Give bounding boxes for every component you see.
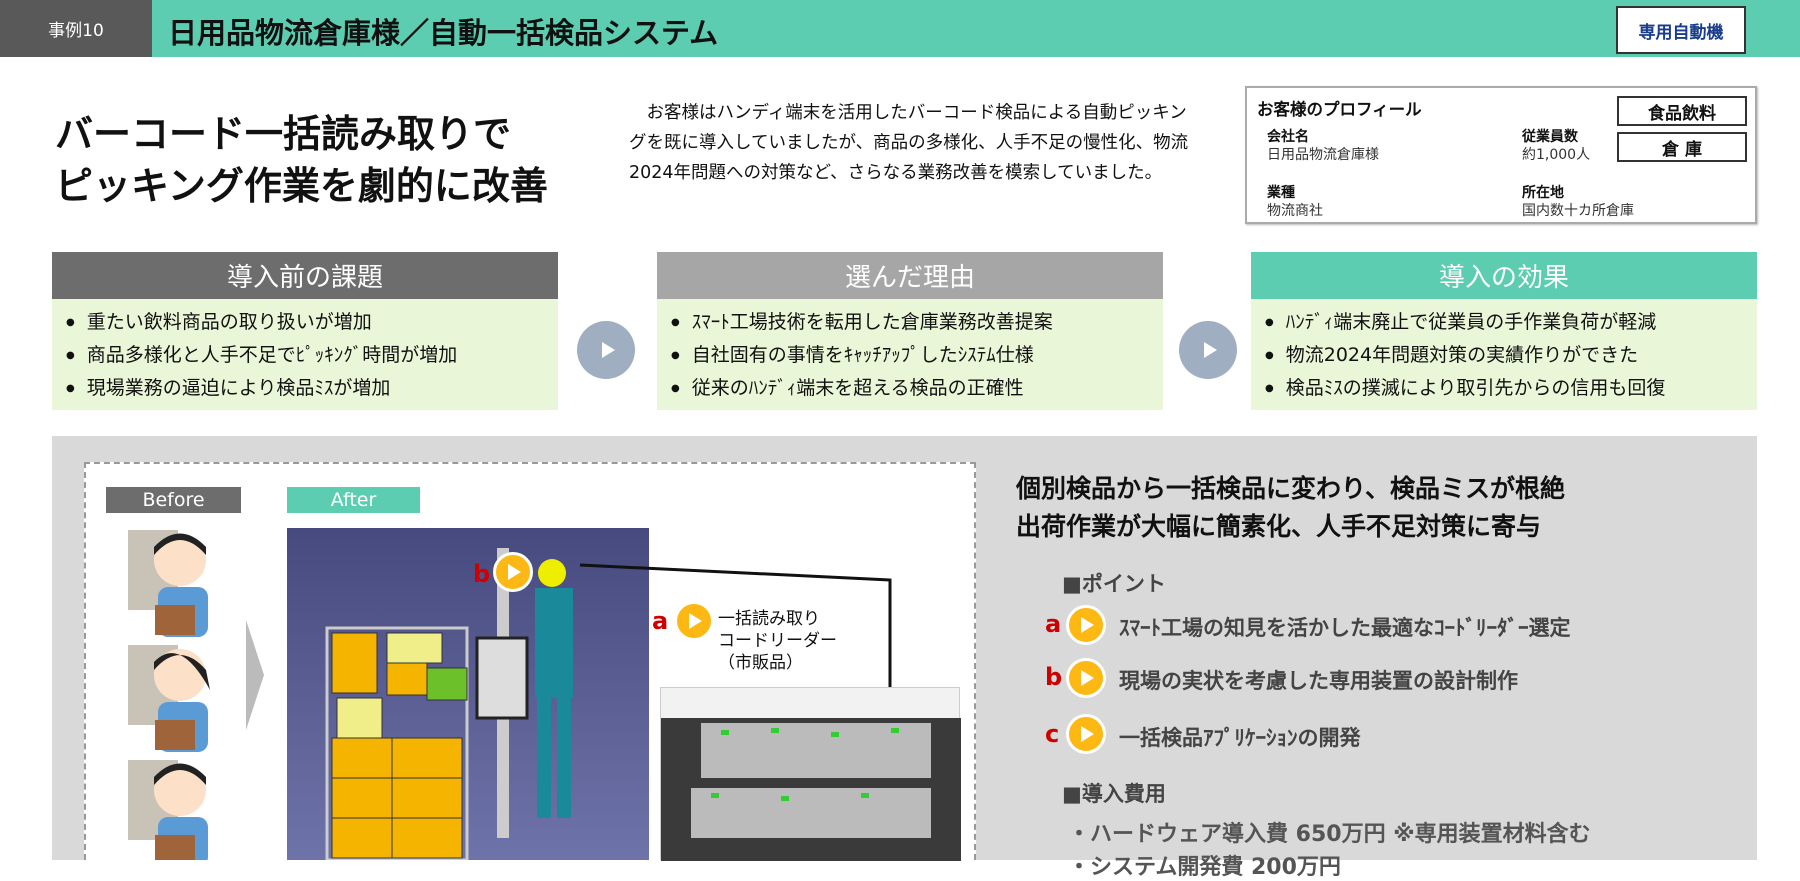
headline-line: ピッキング作業を劇的に改善 (55, 164, 548, 208)
connector-line (579, 563, 892, 695)
reader-label-line: （市販品） (718, 653, 803, 673)
list-item: 自社固有の事情をｷｬｯﾁｱｯﾌﾟしたｼｽﾃﾑ仕様 (671, 339, 1163, 372)
panel-reasons: 選んだ理由 ｽﾏｰﾄ工場技術を転用した倉庫業務改善提案自社固有の事情をｷｬｯﾁｱ… (657, 252, 1163, 410)
panel-title: 導入の効果 (1251, 252, 1757, 299)
location-value: 国内数十カ所倉庫 (1522, 203, 1634, 219)
industry-tag: 倉 庫 (1617, 132, 1747, 162)
customer-profile: お客様のプロフィール 会社名 日用品物流倉庫様 従業員数 約1,000人 業種 … (1245, 86, 1757, 224)
marker-a-icon (674, 601, 714, 641)
industry-value: 物流商社 (1267, 203, 1323, 219)
marker-b-letter: b (473, 560, 491, 588)
headline-line: バーコード一括読み取りで (55, 112, 512, 156)
point-icon (1066, 714, 1106, 754)
reader-label-line: 一括読み取り (718, 609, 820, 629)
point-item: 現場の実状を考慮した専用装置の設計制作 (1119, 669, 1518, 693)
reader-label: 一括読み取り コードリーダー （市販品） (718, 608, 837, 674)
panel-effects: 導入の効果 ﾊﾝﾃﾞｨ端末廃止で従業員の手作業負荷が軽減物流2024年問題対策の… (1251, 252, 1757, 410)
marker-a-letter: a (652, 607, 669, 635)
employees-value: 約1,000人 (1522, 147, 1591, 163)
list-item: 従来のﾊﾝﾃﾞｨ端末を超える検品の正確性 (671, 372, 1163, 405)
list-item: 物流2024年問題対策の実績作りができた (1265, 339, 1757, 372)
worker-icon (128, 760, 208, 860)
list-item: ｽﾏｰﾄ工場技術を転用した倉庫業務改善提案 (671, 306, 1163, 339)
company-value: 日用品物流倉庫様 (1267, 147, 1379, 163)
transition-arrow-icon (246, 620, 264, 730)
list-item: 重たい飲料商品の取り扱いが増加 (66, 306, 558, 339)
cad-system-image (287, 528, 649, 862)
list-item: 検品ﾐｽの撲滅により取引先からの信用も回復 (1265, 372, 1757, 405)
industry-label: 業種 (1267, 185, 1295, 201)
panel-challenges: 導入前の課題 重たい飲料商品の取り扱いが増加商品多様化と人手不足でﾋﾟｯｷﾝｸﾞ… (52, 252, 558, 410)
cost-item: ・ハードウェア導入費 650万円 ※専用装置材料含む (1068, 822, 1591, 847)
point-letter: b (1045, 663, 1063, 691)
next-arrow-icon (577, 321, 635, 379)
header-bar (0, 0, 1800, 57)
list-item: 現場業務の逼迫により検品ﾐｽが増加 (66, 372, 558, 405)
marker-b-icon (493, 552, 533, 592)
panel-title: 導入前の課題 (52, 252, 558, 299)
cost-item: ・システム開発費 200万円 (1068, 855, 1341, 880)
camera-screenshot-image (660, 687, 961, 861)
employees-label: 従業員数 (1522, 129, 1578, 145)
point-letter: a (1045, 610, 1062, 638)
list-item: 商品多様化と人手不足でﾋﾟｯｷﾝｸﾞ時間が増加 (66, 339, 558, 372)
worker-icon (128, 530, 208, 637)
category-badge: 専用自動機 (1616, 6, 1746, 54)
company-label: 会社名 (1267, 129, 1309, 145)
list-item: ﾊﾝﾃﾞｨ端末廃止で従業員の手作業負荷が軽減 (1265, 306, 1757, 339)
point-icon (1066, 605, 1106, 645)
profile-title: お客様のプロフィール (1257, 100, 1422, 119)
point-icon (1066, 658, 1106, 698)
intro-text: お客様はハンディ端末を活用したバーコード検品による自動ピッキングを既に導入してい… (629, 103, 1189, 183)
after-label: After (287, 487, 420, 513)
location-label: 所在地 (1522, 185, 1564, 201)
result-line: 出荷作業が大幅に簡素化、人手不足対策に寄与 (1016, 512, 1542, 541)
point-letter: c (1045, 720, 1060, 748)
result-line: 個別検品から一括検品に変わり、検品ミスが根絶 (1016, 474, 1566, 503)
industry-tag: 食品飲料 (1617, 96, 1747, 126)
result-summary: 個別検品から一括検品に変わり、検品ミスが根絶 出荷作業が大幅に簡素化、人手不足対… (1016, 470, 1565, 546)
point-item: ｽﾏｰﾄ工場の知見を活かした最適なｺｰﾄﾞﾘｰﾀﾞｰ選定 (1119, 616, 1571, 640)
reader-label-line: コードリーダー (718, 631, 837, 651)
next-arrow-icon (1179, 321, 1237, 379)
worker-illustrations (128, 530, 210, 860)
case-label: 事例10 (0, 0, 152, 57)
worker-icon (128, 645, 210, 752)
point-item: 一括検品ｱﾌﾟﾘｹｰｼｮﾝの開発 (1119, 726, 1361, 750)
headline: バーコード一括読み取りで ピッキング作業を劇的に改善 (55, 108, 548, 212)
cost-title: ■導入費用 (1062, 782, 1166, 806)
points-title: ■ポイント (1062, 572, 1166, 596)
panel-title: 選んだ理由 (657, 252, 1163, 299)
page-title: 日用品物流倉庫様／自動一括検品システム (168, 16, 719, 50)
before-label: Before (106, 487, 241, 513)
